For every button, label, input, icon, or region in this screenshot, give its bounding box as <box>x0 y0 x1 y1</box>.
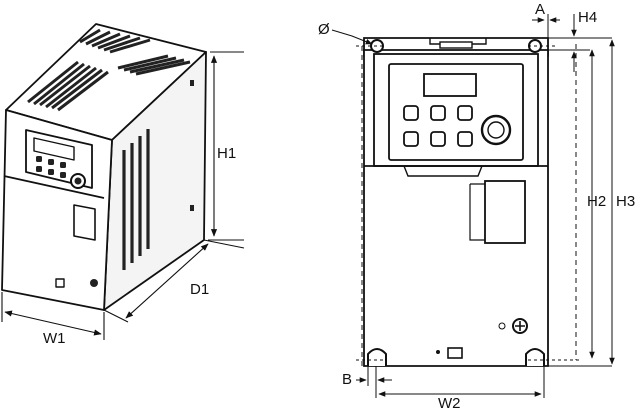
iso-side-vents <box>122 129 150 270</box>
d1-dimension-line <box>125 243 209 319</box>
a-label: A <box>535 1 545 18</box>
mounting-hole-icon <box>367 39 545 366</box>
front-display <box>423 73 477 97</box>
h2-label: H2 <box>587 193 606 210</box>
front-keypad-buttons <box>403 105 473 147</box>
w1-label: W1 <box>43 330 66 347</box>
w1-dimension-line <box>4 310 102 336</box>
iso-keypad-buttons <box>36 156 66 178</box>
diameter-leader <box>331 29 373 45</box>
h1-label: H1 <box>217 145 236 162</box>
h3-label: H3 <box>616 193 635 210</box>
b-label: B <box>342 371 352 388</box>
iso-dimensions <box>1 51 245 340</box>
isometric-view <box>1 23 207 311</box>
w2-label: W2 <box>438 395 461 409</box>
front-view <box>363 37 549 367</box>
d1-label: D1 <box>190 281 209 298</box>
h4-label: H4 <box>578 9 597 26</box>
iso-top-vents <box>27 28 191 112</box>
front-terminal-window <box>484 180 526 244</box>
diameter-label: Ø <box>318 21 330 38</box>
front-dimensions <box>331 14 615 398</box>
